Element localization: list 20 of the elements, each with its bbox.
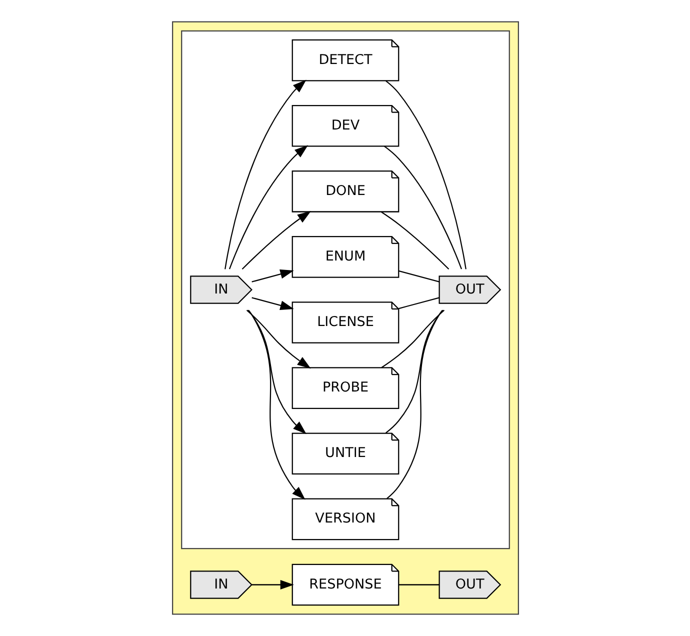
cluster [180,30,510,550]
connector [398,270,439,282]
arrow [241,211,311,270]
arrow [247,310,306,434]
arrow [228,145,308,270]
connector [398,584,439,586]
arrow [251,580,294,590]
arrow [251,297,294,310]
connector [398,297,439,310]
connector [383,146,462,270]
cluster [172,21,518,615]
arrow [248,310,305,500]
arrow [224,80,306,270]
connector [380,212,449,270]
connector [380,310,444,368]
connector [386,310,442,499]
connector [384,310,443,434]
connector [385,80,466,270]
arrow [246,310,310,369]
arrow [251,269,294,282]
